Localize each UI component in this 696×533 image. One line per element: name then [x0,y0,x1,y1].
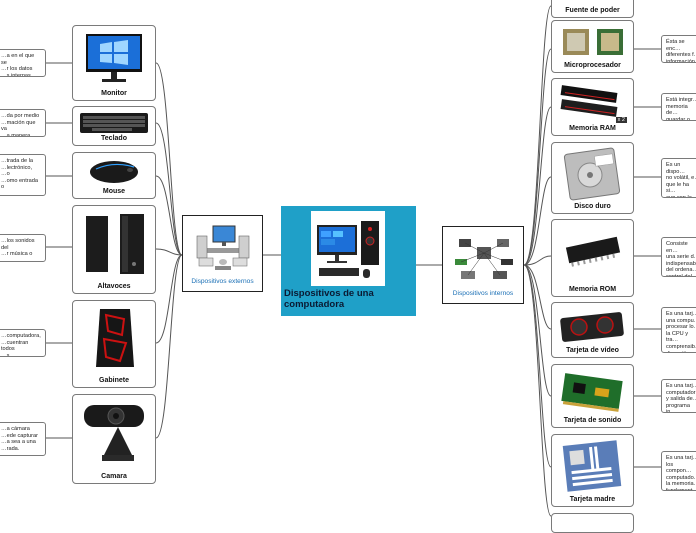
node-label: Gabinete [99,377,129,384]
node-label: Camara [101,473,127,480]
node-hard-disk[interactable]: Disco duro [551,142,634,214]
node-video-card[interactable]: Tarjeta de vídeo [551,302,634,358]
mouse-image [90,161,138,183]
internal-devices-image [455,239,513,279]
branch-internal-devices[interactable]: Dispositivos internos [442,226,524,304]
node-label: Teclado [101,135,127,142]
node-label: Memoria ROM [568,286,617,293]
video-card-image [560,312,624,342]
node-sound-card[interactable]: Tarjeta de sonido [551,364,634,428]
sound-card-image [561,373,623,412]
node-label: Microprocesador [564,62,621,69]
node-label: Tarjeta de vídeo [566,347,619,354]
note-case: …computadora, …cuentran todos …s. [0,329,46,357]
note-camera: …a cámara …ede capturar …a sea a una …ra… [0,422,46,456]
note-rom: Consiste en… una serie d… indispensab… d… [661,237,696,277]
pc-case-image [96,309,134,367]
central-topic[interactable]: Dispositivos de una computadora [281,206,416,316]
note-monitor: …a en el que se …r los datos …s internas… [0,49,46,77]
branch-label: Dispositivos externos [191,278,254,285]
node-label: Tarjeta madre [569,496,616,503]
node-power-supply[interactable]: Fuente de poder [551,0,634,18]
note-cpu: Ésta se enc… diferentes f… información… [661,35,696,63]
hard-disk-image [563,147,621,201]
node-label: Monitor [101,90,127,97]
external-devices-image [196,225,250,270]
note-motherboard: Es una tarj… los compon… computado… la m… [661,451,696,491]
node-monitor[interactable]: Monitor [72,25,156,101]
note-mouse: …trada de la …lectrónico, …o …omo entrad… [0,154,46,196]
desktop-computer-image [311,211,385,286]
node-rom[interactable]: Memoria ROM [551,219,634,297]
note-hard-disk: Es un dispo… no volátil, e… que le ha si… [661,158,696,198]
motherboard-image [562,440,622,492]
monitor-image [86,34,142,82]
node-camera[interactable]: Camara [72,394,156,484]
branch-label: Dispositivos internos [452,290,514,297]
note-ram: Está integr… memoria de… guardar o b… [661,93,696,121]
branch-external-devices[interactable]: Dispositivos externos [182,215,263,292]
node-label: Mouse [102,188,126,195]
cpu-image [563,29,623,55]
central-title: Dispositivos de una computadora [284,288,374,310]
node-mouse[interactable]: Mouse [72,152,156,199]
node-partial-bottom[interactable] [551,513,634,533]
node-label: Fuente de poder [565,7,620,14]
ram-image [560,85,618,117]
node-speakers[interactable]: Altavoces [72,205,156,294]
node-label: Disco duro [574,203,611,210]
note-keyboard: …da por medio …mación que va …a manera [0,109,46,137]
node-motherboard[interactable]: Tarjeta madre [551,434,634,507]
node-keyboard[interactable]: Teclado [72,106,156,146]
node-case[interactable]: Gabinete [72,300,156,388]
note-sound-card: Es una tarj… computador… y salida de… pr… [661,379,696,413]
node-label: Tarjeta de sonido [563,417,622,424]
node-cpu[interactable]: Microprocesador [551,20,634,73]
note-speakers: …los sonidos del …r música o [0,234,46,262]
ram-quantity-badge: x 2 [615,117,627,123]
node-label: Altavoces [97,283,131,290]
note-video-card: Es una tarj… una compu… procesar lo… la … [661,307,696,353]
node-ram[interactable]: x 2 Memoria RAM [551,78,634,136]
speakers-image [86,214,144,274]
node-label: Memoria RAM [569,125,616,132]
connector-lines [46,5,661,517]
webcam-image [84,405,144,461]
rom-chip-image [565,236,621,267]
keyboard-image [80,113,148,133]
